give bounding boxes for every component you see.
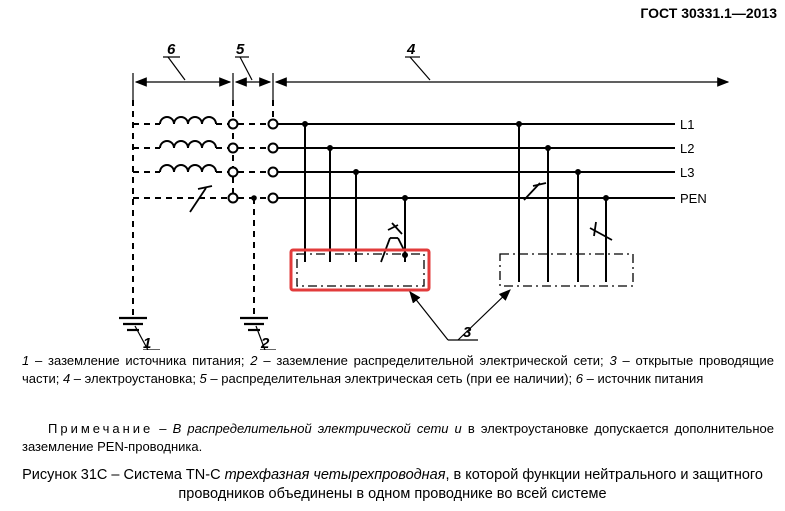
line-label-l1: L1 xyxy=(680,117,694,132)
standard-number: ГОСТ 30331.1—2013 xyxy=(640,5,777,21)
earth-callout-leaders xyxy=(134,325,276,350)
dim-label-6: 6 xyxy=(167,41,176,58)
figure-caption: Рисунок 31С – Система TN-C трехфазная че… xyxy=(22,467,763,502)
source-windings xyxy=(159,116,217,173)
source-dashed-lines xyxy=(132,100,274,318)
dim-label-5: 5 xyxy=(236,41,245,58)
source-neutral-switch xyxy=(189,185,213,213)
tn-c-system-diagram: 6 5 4 xyxy=(119,41,730,350)
line-label-l3: L3 xyxy=(680,165,694,180)
callout-label-1: 1 xyxy=(143,335,151,350)
terminals xyxy=(227,118,279,204)
installation-switches xyxy=(380,182,613,263)
line-label-l2: L2 xyxy=(680,141,694,156)
exposed-part-box-left xyxy=(296,253,425,287)
dimension-lines xyxy=(132,56,730,100)
note-italic: В распределительной электрической сети и xyxy=(172,421,462,436)
figure-note: Примечание – В распределительной электри… xyxy=(22,421,774,454)
highlight-box xyxy=(289,248,431,292)
main-conductors xyxy=(277,123,675,282)
junction-dot xyxy=(251,195,257,201)
exposed-part-box-right xyxy=(499,253,634,287)
line-label-pen: PEN xyxy=(680,191,707,206)
note-label: Примечание xyxy=(48,421,154,436)
dim-label-4: 4 xyxy=(406,41,416,58)
callout-label-3: 3 xyxy=(463,324,472,341)
earth-symbols xyxy=(119,316,268,332)
callout-3-leaders xyxy=(409,289,511,341)
figure-legend: 1 – заземление источника питания; 2 – за… xyxy=(22,353,774,386)
connection-dots xyxy=(302,121,609,258)
callout-label-2: 2 xyxy=(260,335,270,350)
